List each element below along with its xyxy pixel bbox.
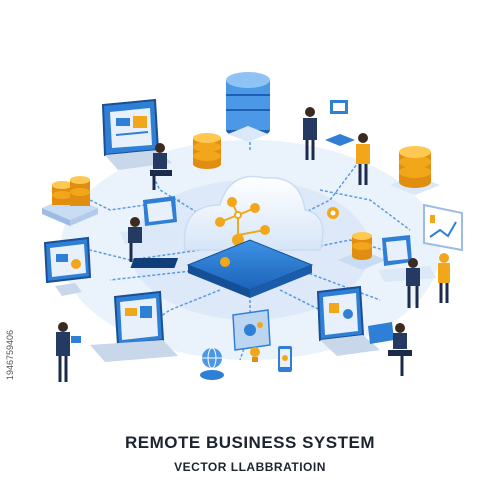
chart-board-right <box>423 203 463 252</box>
laptop-bottom-left <box>90 290 178 362</box>
dashboard-card <box>232 309 271 351</box>
person-working-left <box>120 196 180 262</box>
coin-stack-left <box>42 176 98 226</box>
central-chip <box>130 239 314 298</box>
globe-icon <box>200 347 224 380</box>
laptop-bottom-right <box>316 285 380 356</box>
gear-icon <box>327 207 339 219</box>
person-working-top-left <box>150 143 172 190</box>
monitor-left <box>43 236 92 296</box>
isometric-network-scene <box>42 72 463 382</box>
server-stack <box>226 72 270 142</box>
businessmen-meeting <box>303 100 370 185</box>
coin-stack-right <box>390 146 440 195</box>
businessman-with-tablet <box>56 322 81 382</box>
lightbulb-icon <box>250 347 260 362</box>
person-working-bottom-right <box>368 322 412 376</box>
stock-id: 1946759406 <box>5 330 15 381</box>
coin-stack-small <box>338 232 386 270</box>
illustration-title: REMOTE BUSINESS SYSTEM <box>125 433 375 452</box>
coin-stack-top <box>193 133 221 169</box>
person-working-right <box>378 235 450 308</box>
cloud-icon <box>183 175 324 251</box>
phone-icon <box>278 346 292 372</box>
illustration-subtitle: VECTOR LLABBRATIOIN <box>174 460 326 474</box>
